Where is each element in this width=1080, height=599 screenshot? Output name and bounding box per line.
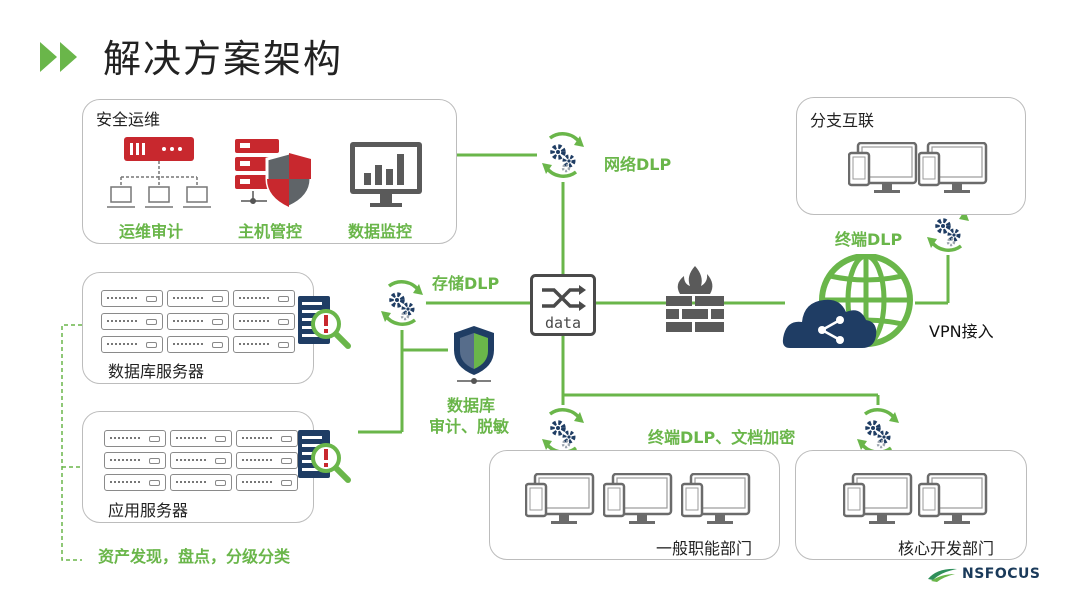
data-monitor-icon [350, 142, 422, 207]
vpn-label: VPN接入 [929, 322, 994, 341]
server-rack [167, 313, 229, 330]
workstation-icon [525, 473, 595, 526]
server-rack [236, 452, 298, 469]
db-audit-shield-icon [454, 326, 494, 384]
ops-item-audit: 运维审计 [119, 222, 184, 241]
dept-core-title: 核心开发部门 [898, 539, 995, 558]
db-audit-label-line1: 数据库 [447, 396, 496, 415]
asset-discovery-label: 资产发现，盘点，分级分类 [98, 547, 291, 566]
server-rack [233, 313, 295, 330]
server-rack [104, 452, 166, 469]
server-rack [170, 474, 232, 491]
cloud-globe-icon [782, 254, 913, 348]
server-rack [236, 474, 298, 491]
ops-item-data-monitor: 数据监控 [348, 222, 413, 241]
endpoint-dlp-encrypt-label: 终端DLP、文档加密 [648, 428, 796, 447]
server-rack [236, 430, 298, 447]
server-rack [101, 336, 163, 353]
workstation-icon [918, 473, 988, 526]
network-dlp-label: 网络DLP [604, 155, 672, 174]
server-rack [233, 290, 295, 307]
data-switch-label: data [544, 314, 582, 332]
workstation-icon [603, 473, 673, 526]
server-rack [101, 313, 163, 330]
server-rack [233, 336, 295, 353]
app-server-title: 应用服务器 [108, 501, 189, 520]
brand-name: NSFOCUS [962, 566, 1041, 582]
server-rack [170, 452, 232, 469]
workstation-icon [848, 142, 918, 195]
network-dlp-gear-icon [537, 129, 589, 181]
workstation-icon [918, 142, 988, 195]
host-control-icon [235, 139, 313, 209]
branch-title: 分支互联 [810, 111, 875, 130]
brand-swoosh-icon [928, 568, 957, 582]
app-scan-icon [298, 430, 356, 488]
db-scan-icon [298, 296, 356, 354]
ops-item-host-control: 主机管控 [238, 222, 303, 241]
audit-icon [107, 137, 211, 208]
brand-logo: NSFOCUS [927, 566, 1041, 582]
title-chevron-icon [40, 42, 77, 72]
server-rack [104, 430, 166, 447]
storage-dlp-gear-icon [376, 277, 428, 329]
dept-general-title: 一般职能部门 [656, 539, 753, 558]
server-rack [104, 474, 166, 491]
db-server-title: 数据库服务器 [108, 362, 205, 381]
firewall-icon [666, 266, 724, 332]
server-rack [167, 290, 229, 307]
data-switch-icon [530, 274, 596, 336]
security-ops-title: 安全运维 [96, 110, 161, 129]
endpoint-dlp-label: 终端DLP [835, 230, 903, 249]
server-rack [167, 336, 229, 353]
workstation-icon [681, 473, 751, 526]
server-rack [170, 430, 232, 447]
workstation-icon [843, 473, 913, 526]
server-rack [101, 290, 163, 307]
storage-dlp-label: 存储DLP [432, 274, 500, 293]
db-audit-label-line2: 审计、脱敏 [429, 417, 510, 436]
page-title: 解决方案架构 [103, 37, 344, 81]
